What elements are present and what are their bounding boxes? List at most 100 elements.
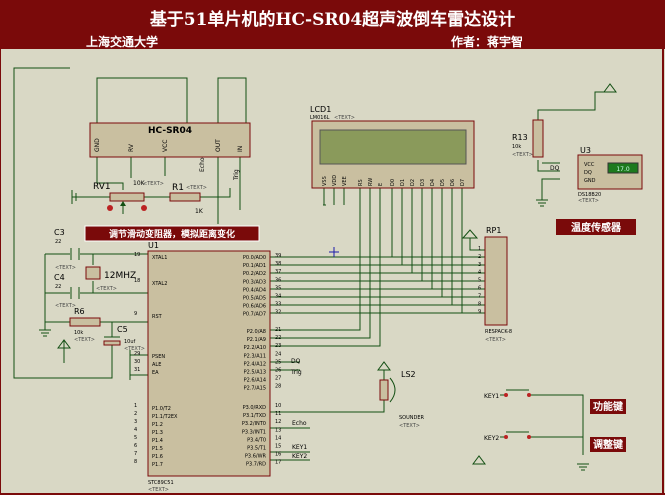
lcd-pin-label: D4	[430, 179, 436, 186]
ground-icon	[71, 190, 82, 204]
wire-layer	[13, 67, 610, 461]
mcu-pin-number: 34	[275, 294, 281, 300]
r13-resistor	[532, 119, 544, 158]
rp1-text-placeholder: <TEXT>	[485, 337, 506, 343]
mcu-pin-name: P3.7/RD	[246, 462, 266, 468]
rp1-pin-number: 6	[478, 286, 481, 292]
trig-pin-label: Trig	[233, 169, 240, 181]
lcd-pin-label: D7	[460, 179, 466, 186]
mcu-pin-number: 22	[275, 335, 281, 341]
lcd-part: LM016L	[310, 115, 330, 121]
lcd-pin-label: RW	[368, 178, 374, 186]
title-banner	[0, 0, 665, 49]
r6-text-placeholder: <TEXT>	[74, 337, 95, 343]
wire-sensor-loop-right	[217, 77, 247, 123]
mcu-pin-name: P2.4/A12	[244, 361, 266, 367]
mcu-pin-number: 15	[275, 444, 281, 450]
mcu-pin-number: 14	[275, 435, 281, 441]
echo-pin-label: Echo	[199, 157, 206, 172]
rp1-resistor-pack	[484, 236, 508, 326]
sensor-pin-label: IN	[237, 146, 244, 152]
lcd-text-placeholder: <TEXT>	[334, 115, 355, 121]
mcu-pin-number: 9	[134, 311, 137, 317]
key2-mcu-net-label: KEY2	[292, 453, 307, 460]
crosshair-cursor-icon	[329, 247, 339, 257]
mcu-part: STC89C51	[148, 480, 174, 486]
mcu-pin-number: 27	[275, 376, 281, 382]
mcu-pin-number: 28	[275, 384, 281, 390]
rp1-part: RESPACK-8	[485, 329, 512, 335]
mcu-pin-number: 3	[134, 419, 137, 425]
mcu-pin-number: 16	[275, 452, 281, 458]
mcu-pin-number: 37	[275, 269, 281, 275]
rp1-pin-number: 1	[478, 246, 481, 252]
mcu-pin-name: P0.7/AD7	[243, 312, 266, 318]
mcu-pin-number: 1	[134, 403, 137, 409]
mcu-pin-name: XTAL2	[152, 281, 167, 287]
mcu-pin-number: 31	[134, 367, 140, 373]
c3-value: 22	[55, 239, 61, 245]
mcu-pin-name: P3.3/INT1	[242, 429, 266, 435]
rv1-wiper-icon	[120, 201, 126, 206]
ground-icon	[577, 463, 589, 471]
mcu-pin-number: 23	[275, 343, 281, 349]
rv1-value: 10K	[133, 180, 146, 187]
rp1-pin-number: 5	[478, 278, 481, 284]
echo-mcu-net-label: Echo	[292, 420, 307, 427]
mcu-pin-number: 25	[275, 359, 281, 365]
mcu-pin-number: 36	[275, 277, 281, 283]
r6-ref: R6	[74, 307, 85, 316]
key1-mcu-net-label: KEY1	[292, 444, 307, 451]
r1-ref: R1	[172, 183, 184, 193]
mcu-pin-name: P1.6	[152, 454, 163, 460]
key1-ref: KEY1	[484, 393, 499, 400]
mcu-pin-number: 32	[275, 310, 281, 316]
sensor-pin-label: OUT	[215, 139, 222, 152]
ground-icon	[39, 329, 51, 337]
crystal-text-placeholder: <TEXT>	[96, 286, 117, 292]
sensor-pin-label: RV	[128, 143, 135, 152]
r13-ref: R13	[512, 133, 528, 142]
potentiometer-note: 调节滑动变阻器，模拟距离变化	[109, 228, 235, 240]
lcd-screen	[319, 129, 467, 165]
wire-vcc-loop	[13, 67, 113, 379]
c4-ref: C4	[54, 273, 65, 282]
sensor-pin-label: VCC	[162, 140, 169, 152]
hc-sr04-pins: GND RV VCC OUT IN	[94, 138, 244, 152]
lcd-pin-label: E	[378, 183, 384, 186]
mcu-pin-name: RST	[152, 314, 163, 320]
mcu-pin-number: 12	[275, 419, 281, 425]
c3-text-placeholder: <TEXT>	[55, 265, 76, 271]
mcu-pin-name: P2.1/A9	[247, 337, 266, 343]
rp1-pin-number: 9	[478, 309, 481, 315]
rp1-ref: RP1	[486, 226, 501, 235]
power-arrow-icon	[603, 83, 617, 93]
mcu-pin-name: P0.4/AD4	[243, 287, 266, 293]
c5-ref: C5	[117, 325, 128, 334]
key1-label-box	[590, 399, 626, 414]
ground-symbols	[39, 190, 589, 471]
mcu-pin-number: 33	[275, 302, 281, 308]
wire-key1-right	[530, 394, 584, 455]
mcu-pin-number: 30	[134, 359, 140, 365]
mcu-pin-name: P3.4/T0	[247, 437, 266, 443]
mcu-pin-name: P1.2	[152, 422, 163, 428]
wire-lcd-e	[270, 188, 381, 347]
mcu-pin-number: 7	[134, 451, 137, 457]
wire-ls2	[270, 400, 385, 413]
rv1-terminal-icon	[141, 205, 147, 211]
lcd-pin-label: D5	[440, 179, 446, 186]
mcu-pin-name: P2.6/A14	[244, 378, 266, 384]
ls2-ref: LS2	[401, 370, 416, 379]
mcu-pin-number: 13	[275, 427, 281, 433]
mcu-pin-number: 8	[134, 459, 137, 465]
mcu-pin-name: P3.2/INT0	[242, 421, 266, 427]
mcu-pin-number: 4	[134, 427, 137, 433]
mcu-ref: U1	[148, 241, 159, 250]
sensor-pin-label: GND	[94, 138, 101, 152]
key1-label: 功能键	[593, 400, 624, 413]
r1-value: 1K	[195, 208, 204, 215]
